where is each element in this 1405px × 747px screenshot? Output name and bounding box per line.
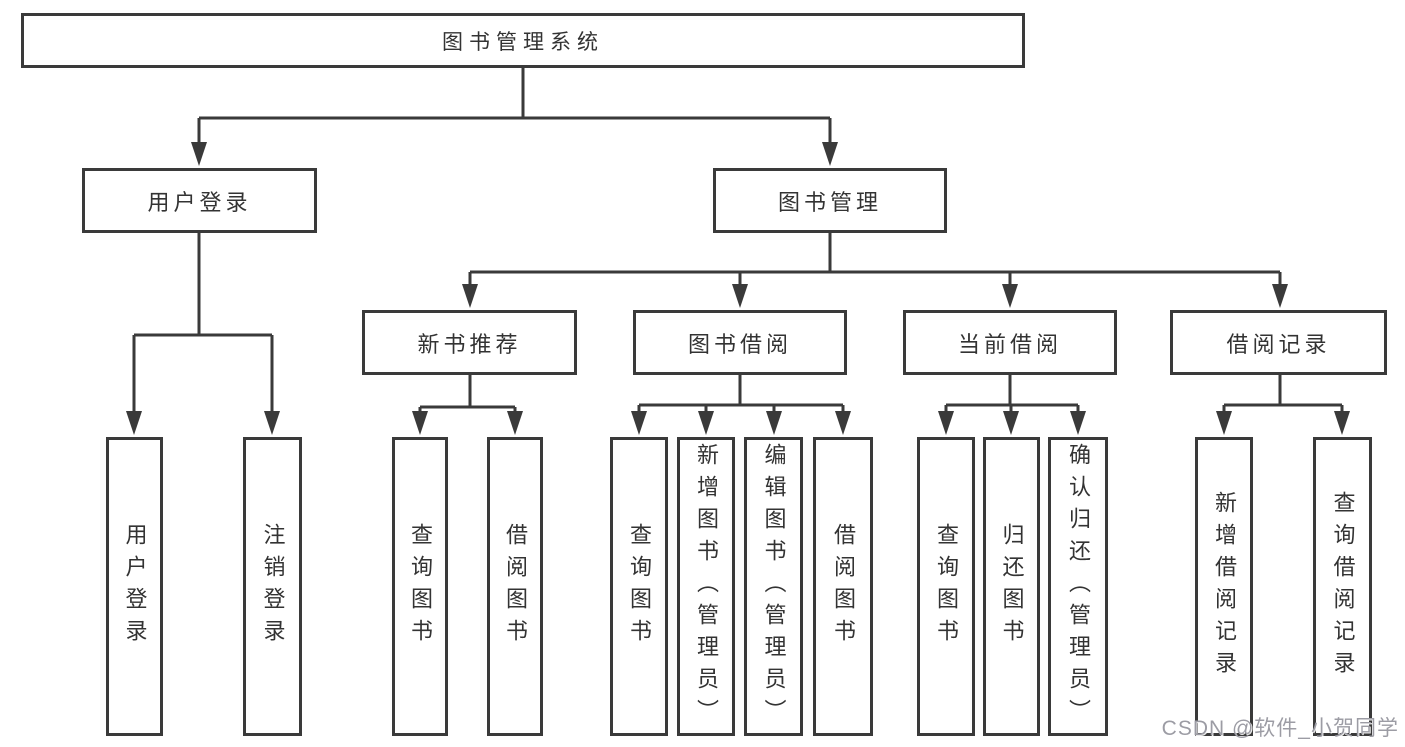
node-library-management-system: 图书管理系统 xyxy=(21,13,1025,68)
arrow-down-icon xyxy=(766,411,782,435)
node-book-management: 图书管理 xyxy=(713,168,947,233)
leaf-return-books: 归还图书 xyxy=(983,437,1040,736)
arrow-down-icon xyxy=(1002,284,1018,308)
leaf-query-books-3: 查询图书 xyxy=(917,437,975,736)
leaf-add-borrow-record: 新增借阅记录 xyxy=(1195,437,1253,736)
node-borrowing-records: 借阅记录 xyxy=(1170,310,1387,375)
node-book-borrowing: 图书借阅 xyxy=(633,310,847,375)
arrow-down-icon xyxy=(264,411,280,435)
arrow-down-icon xyxy=(507,411,523,435)
arrow-down-icon xyxy=(822,142,838,166)
arrow-down-icon xyxy=(1003,411,1019,435)
connector-path xyxy=(132,68,1344,415)
arrow-down-icon xyxy=(835,411,851,435)
arrow-down-icon xyxy=(732,284,748,308)
node-new-book-recommendation: 新书推荐 xyxy=(362,310,577,375)
leaf-add-books-admin: 新增图书（管理员） xyxy=(677,437,735,736)
arrow-down-icon xyxy=(191,142,207,166)
arrowheads xyxy=(126,142,1350,435)
leaf-borrow-books-2: 借阅图书 xyxy=(813,437,873,736)
arrow-down-icon xyxy=(938,411,954,435)
arrow-down-icon xyxy=(462,284,478,308)
arrow-down-icon xyxy=(1216,411,1232,435)
leaf-user-login: 用户登录 xyxy=(106,437,163,736)
leaf-query-books-2: 查询图书 xyxy=(610,437,668,736)
arrow-down-icon xyxy=(698,411,714,435)
leaf-query-books-1: 查询图书 xyxy=(392,437,448,736)
leaf-confirm-return-admin: 确认归还（管理员） xyxy=(1048,437,1108,736)
arrow-down-icon xyxy=(1334,411,1350,435)
leaf-edit-books-admin: 编辑图书（管理员） xyxy=(744,437,803,736)
leaf-logout: 注销登录 xyxy=(243,437,302,736)
node-user-login: 用户登录 xyxy=(82,168,317,233)
arrow-down-icon xyxy=(126,411,142,435)
arrow-down-icon xyxy=(412,411,428,435)
leaf-query-borrow-record: 查询借阅记录 xyxy=(1313,437,1372,736)
arrow-down-icon xyxy=(1272,284,1288,308)
arrow-down-icon xyxy=(631,411,647,435)
leaf-borrow-books-1: 借阅图书 xyxy=(487,437,543,736)
arrow-down-icon xyxy=(1070,411,1086,435)
node-current-borrowing: 当前借阅 xyxy=(903,310,1117,375)
